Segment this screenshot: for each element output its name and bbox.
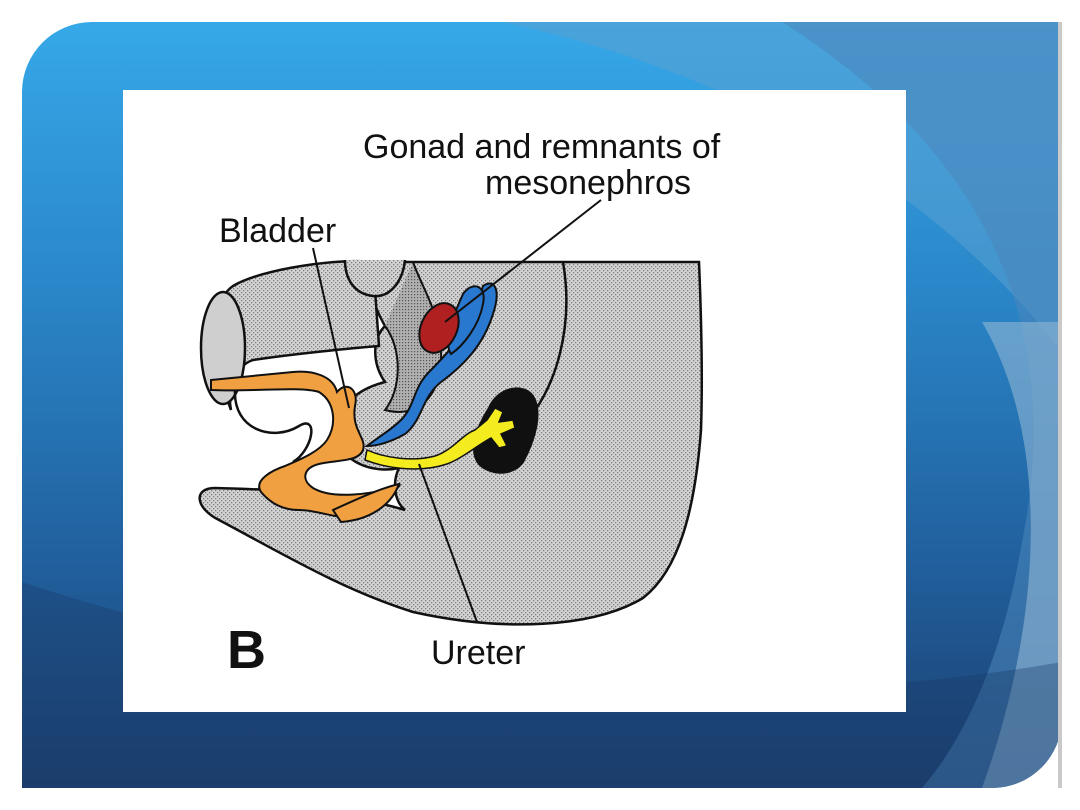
- embryo-diagram-panel: Gonad and remnants of mesonephros Bladde…: [123, 90, 906, 712]
- slide-edge: [1058, 22, 1062, 788]
- gonad-label-line1: Gonad and remnants of: [363, 128, 721, 166]
- gonad: [418, 302, 460, 354]
- gut-tube-opening: [199, 290, 247, 406]
- bladder-tail: [331, 482, 401, 524]
- upper-fold: [343, 259, 407, 298]
- gonad-leader-line: [444, 199, 602, 323]
- embryo-body: [198, 260, 704, 626]
- bladder-label: Bladder: [219, 212, 336, 250]
- ureter: [364, 407, 516, 470]
- embryo-diagram: Gonad and remnants of mesonephros Bladde…: [198, 128, 721, 680]
- ureter-label: Ureter: [431, 634, 525, 672]
- ureter-leader-line: [418, 463, 478, 623]
- gonad-label-line2: mesonephros: [485, 164, 691, 202]
- panel-letter: B: [227, 620, 266, 680]
- bladder-leader-line: [312, 247, 350, 409]
- hindgut-loop: [233, 389, 313, 464]
